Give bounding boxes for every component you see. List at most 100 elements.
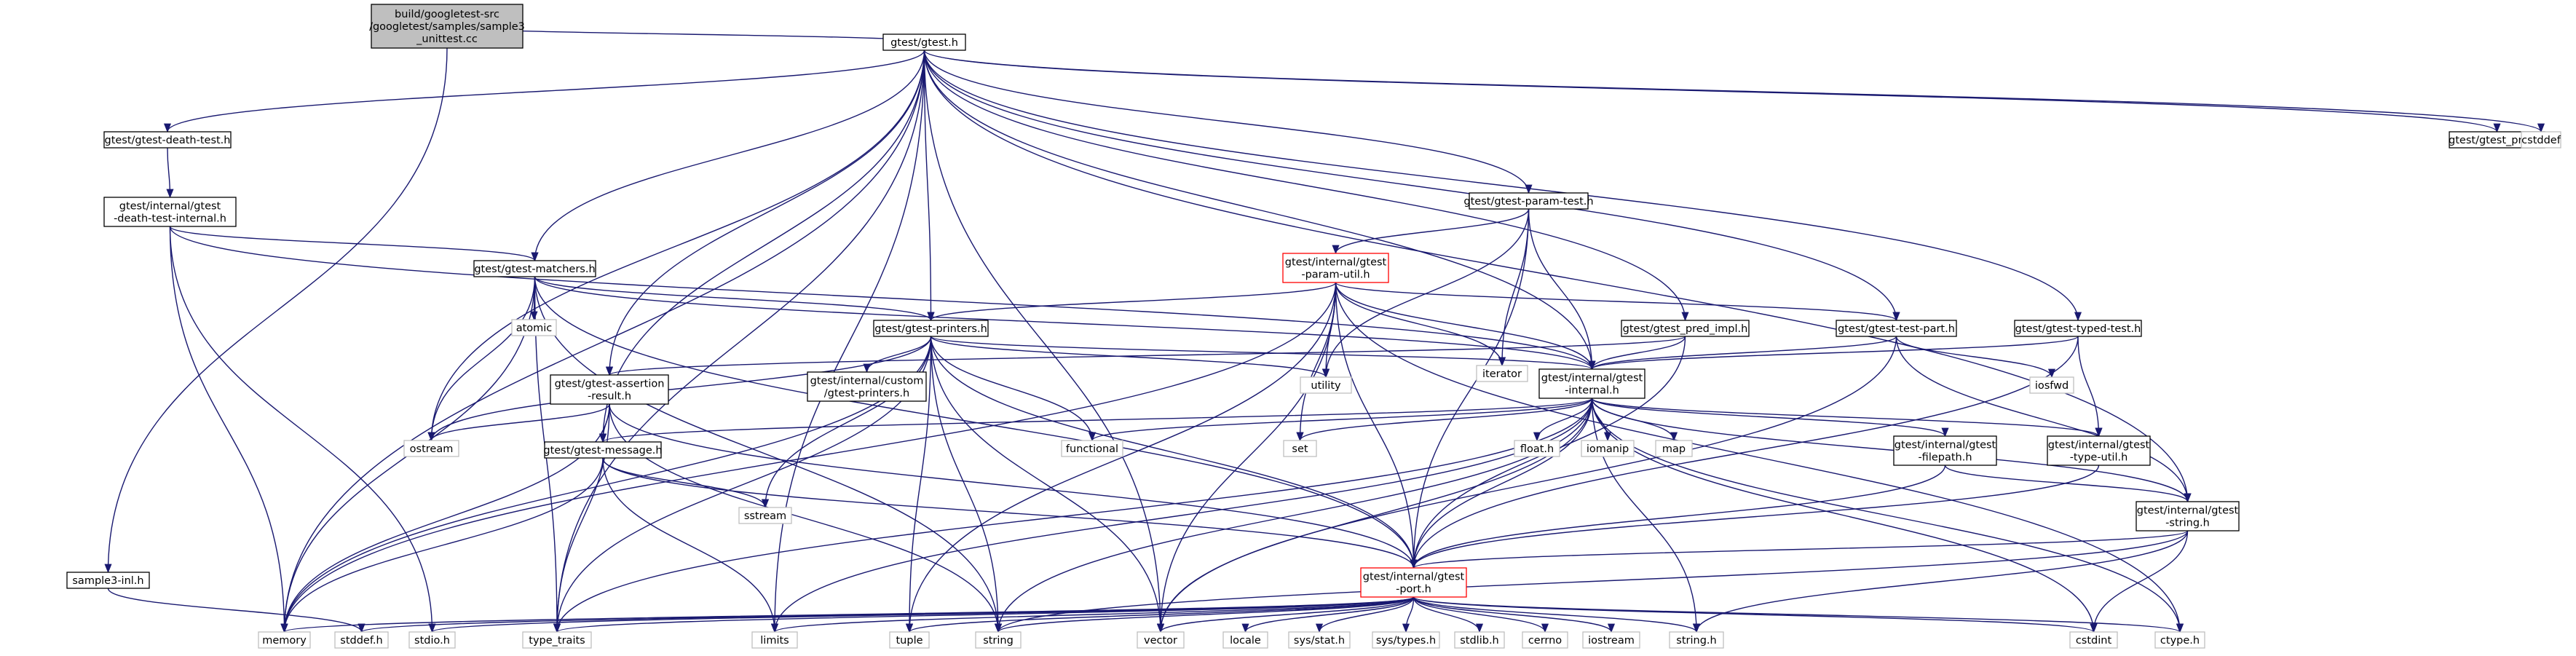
node-label: map xyxy=(1662,443,1686,455)
node-box xyxy=(511,319,557,336)
node-box xyxy=(371,4,524,49)
edge-port-to-cerrno xyxy=(1413,596,1549,633)
node-limits: limits xyxy=(751,631,798,649)
node-stdio-h: stdio.h xyxy=(408,631,456,649)
node-label: gtest/gtest-assertion xyxy=(555,379,665,390)
node-label: functional xyxy=(1066,443,1118,455)
node-label: stddef.h xyxy=(340,635,382,647)
node-label: iterator xyxy=(1482,368,1522,380)
edge-test_part-to-gstring xyxy=(1895,336,2192,503)
node-sample3-inl[interactable]: sample3-inl.h xyxy=(66,572,150,589)
node-test-part[interactable]: gtest/gtest-test-part.h xyxy=(1836,320,1957,337)
edge-gtest_h-to-internal xyxy=(923,50,1596,371)
node-ctype-h: ctype.h xyxy=(2154,631,2205,649)
edge-internal-to-vector xyxy=(1157,398,1593,633)
edge-port-to-stddef_h xyxy=(358,596,1415,633)
node-death-test[interactable]: gtest/gtest-death-test.h xyxy=(103,131,232,149)
edge-sample3_inl-to-stddef_h xyxy=(107,588,366,633)
node-cstddef: cstddef xyxy=(2521,131,2561,149)
edge-param_test-to-port xyxy=(1410,208,1530,569)
edge-port-to-stdio_h xyxy=(429,596,1415,633)
node-iterator: iterator xyxy=(1476,365,1528,382)
node-label: gtest/gtest-printers.h xyxy=(874,323,987,335)
edge-typed_test-to-internal xyxy=(1588,336,2079,371)
node-box xyxy=(873,320,989,337)
edge-filepath-to-port xyxy=(1410,465,1946,569)
node-label: gtest/gtest-param-test.h xyxy=(1463,196,1593,208)
node-printers[interactable]: gtest/gtest-printers.h xyxy=(873,320,989,337)
node-utility: utility xyxy=(1300,376,1352,394)
edge-param_util-to-internal xyxy=(1335,282,1596,371)
node-box xyxy=(1836,320,1957,337)
edge-port-to-string xyxy=(995,596,1415,633)
node-label: set xyxy=(1292,443,1308,455)
node-gstring[interactable]: gtest/internal/gtest-string.h xyxy=(2136,501,2240,531)
edge-gtest_h-to-printers xyxy=(923,50,935,322)
node-matchers[interactable]: gtest/gtest-matchers.h xyxy=(473,260,596,277)
node-filepath[interactable]: gtest/internal/gtest-filepath.h xyxy=(1893,435,1997,466)
edge-message-to-memory xyxy=(280,457,604,633)
node-box xyxy=(1137,631,1185,649)
node-internal[interactable]: gtest/internal/gtest-internal.h xyxy=(1538,368,1645,399)
edge-message-to-limits xyxy=(602,457,779,633)
node-label: -param-util.h xyxy=(1301,269,1370,281)
node-gtest-h[interactable]: gtest/gtest.h xyxy=(882,33,966,51)
edge-param_util-to-vector xyxy=(1156,282,1337,633)
node-label: gtest/gtest-typed-test.h xyxy=(2015,323,2141,335)
edge-matchers-to-string xyxy=(534,276,1003,633)
node-death-internal[interactable]: gtest/internal/gtest-death-test-internal… xyxy=(103,197,237,227)
edge-param_util-to-tuple xyxy=(905,282,1337,633)
node-assertion-result[interactable]: gtest/gtest-assertion-result.h xyxy=(550,374,669,405)
node-box xyxy=(408,631,456,649)
edge-printers-to-port xyxy=(930,336,1418,569)
edge-internal-to-limits xyxy=(771,398,1593,633)
node-box xyxy=(751,631,798,649)
edge-death_internal-to-matchers xyxy=(169,226,539,262)
node-label: gtest/internal/gtest xyxy=(1285,257,1387,269)
node-custom-printers[interactable]: gtest/internal/custom/gtest-printers.h xyxy=(807,371,927,402)
node-root[interactable]: build/googletest-src/googletest/samples/… xyxy=(369,4,525,49)
node-map: map xyxy=(1655,440,1693,457)
node-tuple: tuple xyxy=(889,631,930,649)
edge-gtest_h-to-matchers xyxy=(531,50,925,262)
node-label: limits xyxy=(760,635,789,647)
edge-port-to-limits xyxy=(771,596,1415,633)
node-box xyxy=(103,197,237,227)
node-type-util[interactable]: gtest/internal/gtest-type-util.h xyxy=(2047,435,2151,466)
edge-port-to-stdlib_h xyxy=(1413,596,1483,633)
node-atomic: atomic xyxy=(511,319,557,336)
node-label: locale xyxy=(1230,635,1261,647)
node-port[interactable]: gtest/internal/gtest-port.h xyxy=(1360,567,1467,598)
node-pred-impl[interactable]: gtest/gtest_pred_impl.h xyxy=(1621,320,1750,337)
node-typed-test[interactable]: gtest/gtest-typed-test.h xyxy=(2014,320,2142,337)
edge-printers-to-sstream xyxy=(761,336,932,509)
edge-root-to-sample3_inl xyxy=(104,47,448,574)
node-param-util[interactable]: gtest/internal/gtest-param-util.h xyxy=(1282,253,1389,283)
edge-test_part-to-vector xyxy=(1157,336,1897,633)
node-param-test[interactable]: gtest/gtest-param-test.h xyxy=(1463,192,1594,210)
edge-assertion_result-to-ostream xyxy=(427,403,610,442)
edge-port-to-sys_types xyxy=(1402,596,1415,633)
node-label: ctype.h xyxy=(2160,635,2200,647)
node-label: vector xyxy=(1144,635,1177,647)
node-box xyxy=(1655,440,1693,457)
node-box xyxy=(258,631,311,649)
node-box xyxy=(1061,440,1123,457)
node-label: -result.h xyxy=(588,391,631,403)
node-string: string xyxy=(975,631,1022,649)
node-set: set xyxy=(1283,440,1317,457)
edge-printers-to-string xyxy=(930,336,1003,633)
edge-gtest_h-to-message xyxy=(598,50,925,443)
edge-gtest_h-to-gtest_prod xyxy=(923,50,2501,133)
node-label: string.h xyxy=(1676,635,1716,647)
node-box xyxy=(2154,631,2205,649)
node-box xyxy=(1582,631,1640,649)
edge-death_internal-to-stdio_h xyxy=(169,226,436,633)
node-box xyxy=(403,440,459,457)
edge-gtest_h-to-type_traits xyxy=(553,50,925,633)
node-message[interactable]: gtest/gtest-message.h xyxy=(543,441,663,459)
edge-param_test-to-utility xyxy=(1321,208,1530,379)
edge-internal-to-port xyxy=(1410,398,1593,569)
edge-port-to-memory xyxy=(281,596,1415,633)
edge-param_test-to-internal xyxy=(1528,208,1596,371)
